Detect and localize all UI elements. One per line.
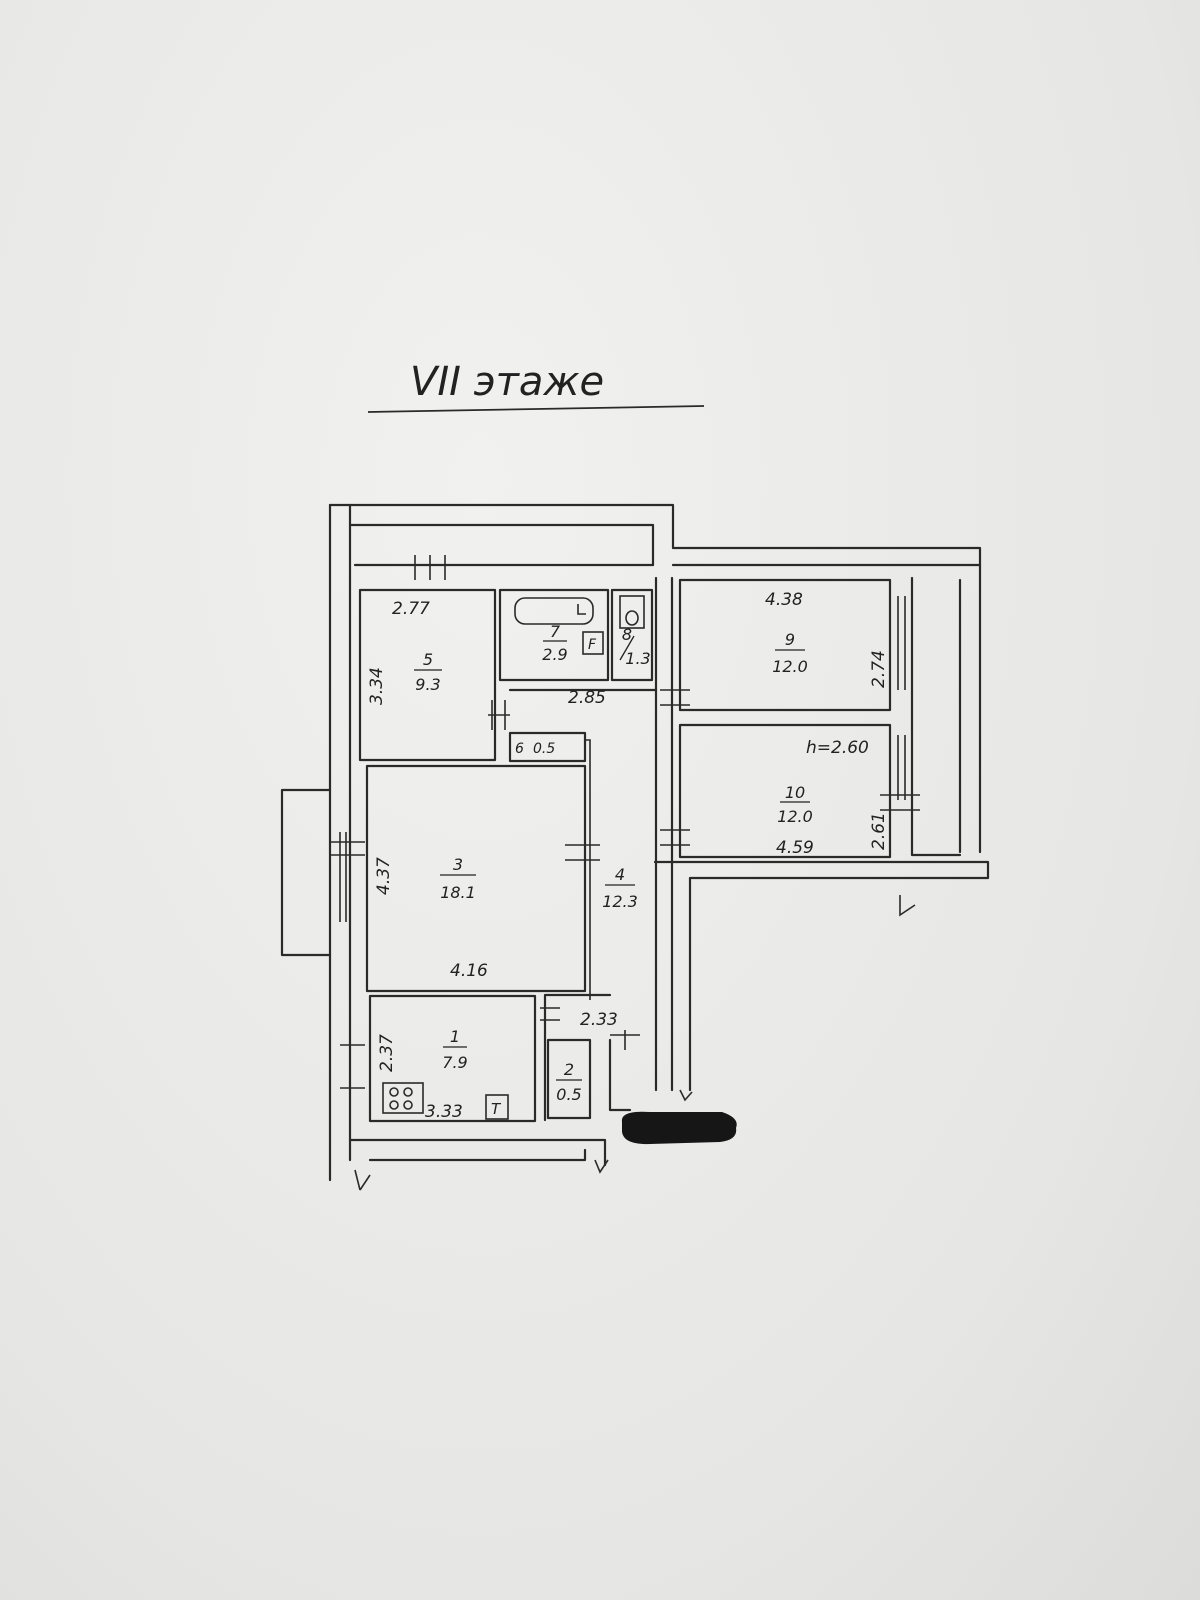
svg-text:12.0: 12.0 — [772, 657, 808, 676]
redaction-mark — [621, 1111, 737, 1145]
bathtub — [514, 597, 594, 625]
dim-2-37: 2.37 — [377, 1034, 397, 1072]
room-6-label: 6 0.5 — [515, 741, 555, 757]
room-labels: 5 9.3 7 2.9 8 1.3 9 12.0 10 12.0 3 18.1 — [414, 622, 813, 1104]
room-2-label: 2 0.5 — [556, 1060, 582, 1104]
door-marks — [330, 555, 920, 1191]
water-heater-box-f: F — [582, 631, 604, 655]
dim-3-33: 3.33 — [425, 1102, 463, 1122]
stove-icon — [382, 1082, 424, 1114]
svg-text:2.9: 2.9 — [542, 645, 567, 664]
room-5-label: 5 9.3 — [414, 650, 442, 694]
svg-text:F: F — [588, 637, 597, 653]
svg-text:2: 2 — [564, 1060, 574, 1079]
dim-2-77: 2.77 — [392, 599, 430, 619]
svg-text:7: 7 — [550, 622, 561, 641]
svg-text:T: T — [491, 1100, 502, 1118]
room-4-label: 4 12.3 — [602, 865, 638, 911]
room-3-label: 3 18.1 — [440, 855, 476, 902]
svg-text:7.9: 7.9 — [442, 1053, 467, 1072]
room-7-label: 7 2.9 — [542, 622, 567, 664]
dim-2-74: 2.74 — [869, 650, 889, 688]
svg-text:1: 1 — [450, 1027, 460, 1046]
dim-2-61: 2.61 — [869, 812, 889, 850]
svg-text:12.3: 12.3 — [602, 892, 638, 911]
dimension-labels: 2.77 3.34 4.38 2.74 2.85 h=2.60 4.37 4.1… — [367, 590, 889, 1122]
dim-4-16: 4.16 — [450, 961, 488, 981]
svg-text:0.5: 0.5 — [556, 1085, 581, 1104]
dim-2-85: 2.85 — [568, 688, 606, 708]
balcony-left — [280, 788, 347, 957]
svg-text:4: 4 — [615, 865, 625, 884]
interior-walls — [358, 578, 892, 1123]
plan-title: VII этаже — [410, 359, 604, 405]
svg-text:18.1: 18.1 — [440, 883, 476, 902]
svg-text:10: 10 — [785, 783, 805, 802]
dim-3-34: 3.34 — [367, 667, 387, 705]
room-9-label: 9 12.0 — [772, 630, 808, 676]
outer-walls — [328, 503, 990, 1182]
toilet — [619, 595, 645, 629]
dim-4-59: 4.59 — [776, 838, 814, 858]
dim-4-37: 4.37 — [374, 857, 394, 895]
svg-text:8: 8 — [622, 625, 632, 644]
heater-box-t: T — [485, 1094, 509, 1120]
svg-text:6: 6 — [515, 741, 524, 757]
dim-2-33: 2.33 — [580, 1010, 618, 1030]
room-10-label: 10 12.0 — [777, 783, 813, 826]
svg-text:9: 9 — [785, 630, 795, 649]
dim-ceiling-height: h=2.60 — [806, 738, 869, 758]
svg-text:5: 5 — [423, 650, 433, 669]
svg-text:1.3: 1.3 — [625, 649, 650, 668]
svg-text:9.3: 9.3 — [415, 675, 440, 694]
room-8-label: 8 1.3 — [619, 625, 651, 668]
room-1-label: 1 7.9 — [442, 1027, 467, 1072]
dim-4-38: 4.38 — [765, 590, 803, 610]
svg-text:12.0: 12.0 — [777, 807, 813, 826]
balcony-right — [897, 576, 962, 857]
title-underline — [367, 405, 705, 413]
svg-text:0.5: 0.5 — [533, 741, 555, 757]
svg-text:3: 3 — [453, 855, 463, 874]
